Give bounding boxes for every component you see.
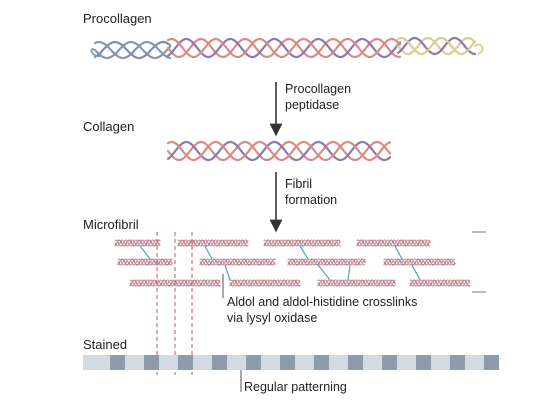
microfibril-label: Microfibril (83, 217, 139, 232)
crosslink (347, 264, 351, 281)
crosslink (394, 245, 403, 260)
helix-strand (229, 279, 301, 287)
crosslinks (139, 245, 421, 281)
helix-strand (166, 37, 402, 59)
crosslink (411, 264, 421, 281)
helix-strand (229, 279, 301, 287)
helix-strand (93, 40, 172, 60)
crosslinks-label-line1: Aldol and aldol-histidine crosslinks (227, 295, 418, 309)
stained-band-dark-block (314, 355, 329, 370)
helix-strand (93, 40, 172, 60)
helix-strand (409, 279, 471, 287)
helix-strand (409, 279, 471, 287)
helix-strand (177, 239, 249, 247)
helix-strand (129, 279, 221, 287)
stained-band-dark-block (110, 355, 125, 370)
helix-strand (199, 258, 276, 266)
procollagen-helix (90, 36, 484, 60)
helix-strand (129, 279, 221, 287)
helix-strand (317, 279, 396, 287)
patterning-label: Regular patterning (244, 380, 347, 394)
helix-strand (166, 140, 392, 162)
helix-strand (317, 279, 396, 287)
stained-band-dark-block (246, 355, 261, 370)
collagen-helix (166, 140, 392, 162)
helix-strand (166, 37, 402, 59)
helix-strand (229, 279, 301, 287)
helix-strand (114, 239, 161, 247)
stained-band-dark-block (144, 355, 159, 370)
step1-label-line2: peptidase (285, 98, 340, 112)
crosslink (204, 245, 213, 260)
helix-strand (114, 239, 161, 247)
helix-strand (117, 258, 173, 266)
stained-band-dark-block (178, 355, 193, 370)
crosslink (299, 245, 309, 260)
microfibril-array (114, 239, 471, 287)
stained-band (83, 355, 499, 370)
propeptide-end (474, 43, 484, 55)
helix-strand (263, 239, 341, 247)
stained-band-dark-block (484, 355, 499, 370)
stained-band-dark-block (348, 355, 363, 370)
step2-label-line1: Fibril (285, 177, 313, 191)
crosslinks-label-line2: via lysyl oxidase (227, 311, 318, 325)
helix-strand (409, 279, 471, 287)
helix-strand (199, 258, 276, 266)
helix-strand (117, 258, 173, 266)
helix-strand (356, 239, 431, 247)
row-tick-marks (472, 231, 486, 293)
helix-strand (287, 258, 366, 266)
step2-label-line2: formation (285, 193, 338, 207)
step1-label-line1: Procollagen (285, 82, 352, 96)
stained-band-dark-block (416, 355, 431, 370)
helix-strand (396, 36, 477, 56)
helix-strand (177, 239, 249, 247)
gap-guide-lines (156, 232, 193, 375)
helix-strand (383, 258, 456, 266)
helix-strand (383, 258, 456, 266)
crosslink (224, 264, 231, 281)
helix-strand (396, 36, 477, 56)
helix-strand (396, 36, 477, 56)
procollagen-label: Procollagen (83, 11, 152, 26)
helix-strand (166, 140, 392, 162)
stained-label: Stained (83, 337, 128, 352)
helix-strand (356, 239, 431, 247)
helix-strand (166, 37, 402, 59)
stained-band-dark-block (280, 355, 295, 370)
stained-band-dark-block (382, 355, 397, 370)
helix-strand (177, 239, 249, 247)
collagen-label: Collagen (83, 119, 135, 134)
crosslink (139, 245, 151, 260)
crosslink (317, 264, 331, 281)
helix-strand (166, 140, 392, 162)
stained-band-dark-block (450, 355, 465, 370)
propeptide-end (90, 48, 101, 58)
helix-strand (287, 258, 366, 266)
stained-band-dark-block (212, 355, 227, 370)
helix-strand (263, 239, 341, 247)
